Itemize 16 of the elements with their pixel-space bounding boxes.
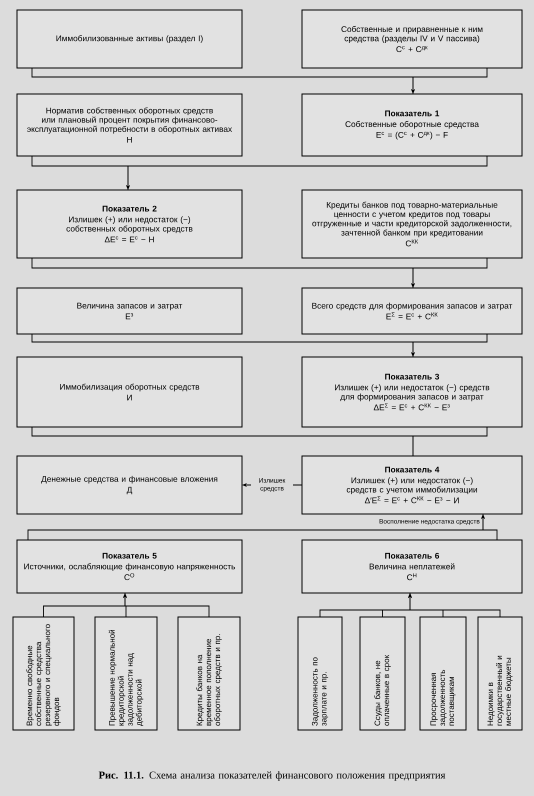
process-box: Всего средств для формирования запасов и затрат E$^{Σ}$ = E$^{с}$ + C$^{КК}$ (302, 288, 522, 334)
process-box: Норматив собственных оборотных средств или плановый процент покрытия финансово-эксплуатационной потребности в оборотных активах H (16, 94, 242, 156)
indicator-box: Показатель 5 Источники, ослабляющие финансовую напряженность C$^{О}$ (16, 540, 242, 594)
process-box: Иммобилизованные активы (раздел I) (16, 10, 242, 68)
process-box: Величина запасов и затрат E$^{з}$ (16, 288, 242, 334)
indicator-box: Показатель 4 Излишек (+) или недостаток (−) средств с учетом иммобилизации Δ′E$^{Σ}$ = E$^{с}$ + C$^{КК}$ − E$^{з}$ − И (302, 456, 522, 514)
indicator-box: Показатель 3 Излишек (+) или недостаток (−) средств для формирования запасов и затрат ΔE$^{Σ}$ = E$^{с}$ + C$^{КК}$ − E$^{з}$ (302, 356, 522, 428)
connector-line (412, 426, 488, 456)
indicator-box: Показатель 2 Излишек (+) или недостаток (−) собственных оборотных средств ΔE$^{с}$ = E$^{с}$ − H (16, 190, 242, 258)
process-box: Денежные средства и финансовые вложения Д (16, 456, 242, 514)
process-box: Иммобилизация оборотных средств И (16, 356, 242, 428)
indicator-box: Показатель 6 Величина неплатежей C$^{Н}$ (302, 540, 522, 594)
indicator-box: Показатель 1 Собственные оборотные средства E$^{с}$ = (C$^{с}$ + C$^{дк}$) − F (302, 94, 522, 156)
caption: Рис. 11.1. Схема анализа показателей финансового положения предприятия (98, 771, 446, 781)
process-box: Собственные и приравненные к ним средства (разделы IV и V пассива) C$^{с}$ + C$^{дк}$ (302, 10, 522, 68)
process-box: Кредиты банков под товарно-материальные ценности с учетом кредитов под товары отгруженные и части кредиторской задолженности, зачтенной банком при кредитовании C$^{КК}$ (302, 190, 522, 258)
